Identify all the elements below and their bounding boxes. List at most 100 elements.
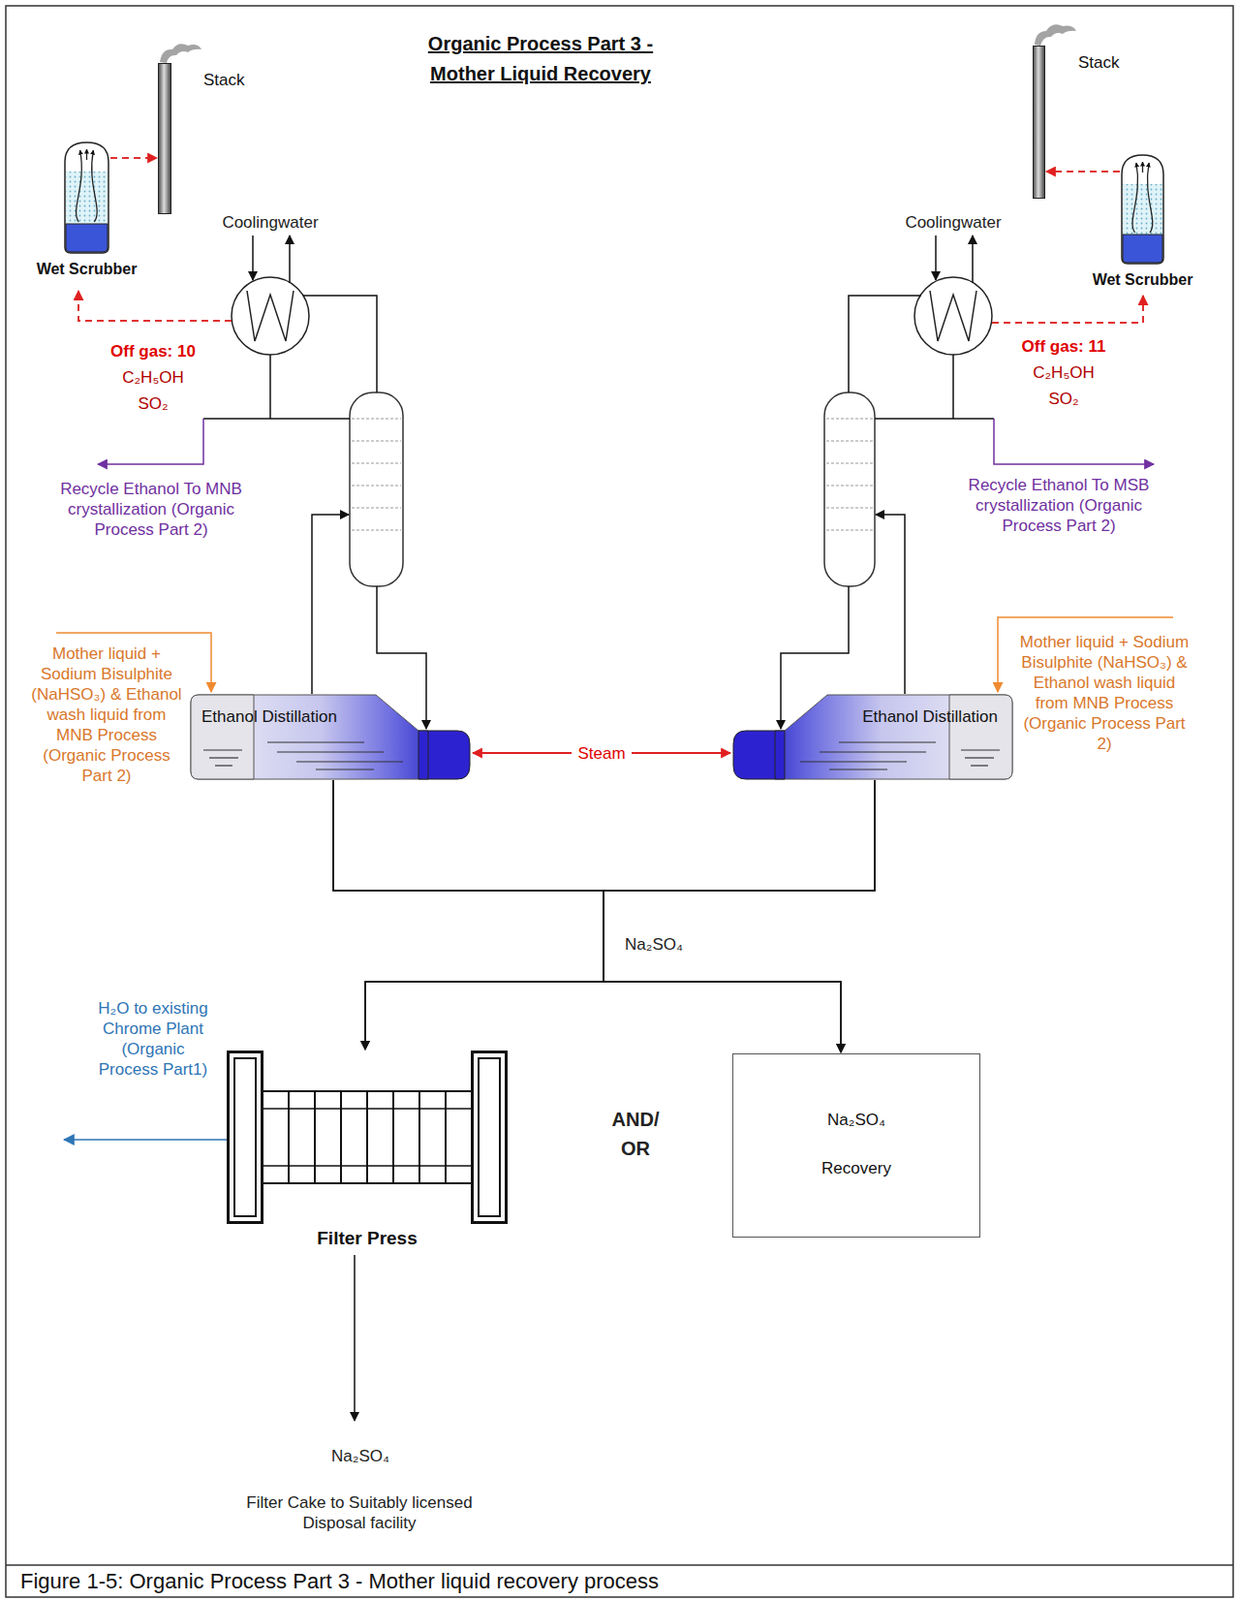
distillation-tank-symbol <box>960 748 1000 750</box>
wet-scrubber-symbol <box>1122 234 1163 263</box>
process-pipe <box>874 417 994 420</box>
distillation-tank-symbol <box>296 760 403 762</box>
smoke <box>159 43 202 63</box>
stack-symbol <box>1032 45 1046 199</box>
distillation-tank-symbol <box>189 693 471 780</box>
off-gas-arrow <box>1046 170 1120 173</box>
annotation-label: Filter Cake to Suitably licensed Disposa… <box>228 1491 491 1533</box>
node-label: Ethanol Distillation <box>201 707 338 727</box>
column-trays <box>826 418 873 420</box>
distillation-tank-symbol <box>215 764 233 766</box>
node-label: Wet Scrubber <box>36 260 138 279</box>
filter-press-symbol <box>472 1052 507 1223</box>
distillation-tank-symbol <box>838 741 936 743</box>
filter-press-symbol <box>444 1090 447 1183</box>
wet-scrubber-symbol <box>64 142 109 253</box>
figure-caption: Figure 1-5: Organic Process Part 3 - Mot… <box>20 1568 659 1594</box>
annotation-label: Recycle Ethanol To MSB crystallization (… <box>951 474 1167 536</box>
annotation-label: Coolingwater <box>885 212 1022 233</box>
distillation-tank-symbol <box>800 760 907 762</box>
distillation-tank-symbol <box>267 741 365 743</box>
filter-press-symbol <box>340 1090 342 1183</box>
node-label: Wet Scrubber <box>1092 271 1194 289</box>
wet-scrubber-symbol <box>62 140 111 255</box>
off-gas-arrow <box>110 156 157 159</box>
process-pipe <box>203 417 350 420</box>
filter-press-symbol <box>392 1090 395 1183</box>
wet-scrubber-symbol <box>1122 184 1163 235</box>
condenser <box>247 290 294 341</box>
filter-press-symbol <box>313 1090 316 1183</box>
distillation-tank: Ethanol Distillation <box>732 693 1014 780</box>
frame <box>5 1563 1234 1566</box>
annotation-label: Off gas: 11 <box>1005 336 1122 357</box>
distillation-tank-symbol <box>418 730 470 779</box>
smoke <box>1034 24 1077 46</box>
wet-scrubber-symbol <box>1119 153 1166 266</box>
annotation-label: Off gas: 10 <box>94 340 212 362</box>
filter-press-symbol <box>262 1090 472 1183</box>
recycle-ethanol-line <box>993 418 1154 465</box>
column-trays <box>826 440 873 442</box>
column-trays <box>826 529 873 531</box>
annotation-label: C₂H₅OH <box>1005 362 1122 383</box>
wet-scrubber-symbol <box>1121 154 1164 264</box>
distillation-tank-symbol <box>970 764 989 766</box>
cooling-water-arrows <box>252 235 973 283</box>
recycle-ethanol-line <box>97 418 1154 465</box>
process-pipe <box>203 295 994 1421</box>
filter-press-symbol <box>234 1057 256 1216</box>
distillation-tank-symbol <box>964 756 994 758</box>
flow-line <box>603 779 875 1053</box>
process-box: Na₂SO₄Recovery <box>732 1053 981 1238</box>
column-trays <box>826 507 873 509</box>
feed-line <box>56 617 1174 692</box>
water-line <box>63 1138 227 1141</box>
filter-press-symbol <box>287 1090 290 1183</box>
process-pipe <box>875 514 905 694</box>
diagram-title: Organic Process Part 3 - Mother Liquid R… <box>409 29 672 90</box>
distillation-tank-symbol <box>428 730 430 779</box>
flow-line <box>365 779 875 1050</box>
off-gas-line <box>991 295 1144 323</box>
wet-scrubber-symbol <box>1132 162 1138 233</box>
frame <box>5 5 1234 1597</box>
distillation-tank-symbol <box>774 694 1013 779</box>
distillation-tank: Ethanol Distillation <box>189 693 471 780</box>
filter-press-symbol <box>478 1057 500 1216</box>
column-trays <box>351 507 402 509</box>
wet-scrubber-symbol <box>65 223 108 252</box>
condenser <box>914 277 992 355</box>
wet-scrubber-symbol <box>76 150 83 222</box>
flow-line <box>333 779 841 1053</box>
annotation-label: SO₂ <box>1005 388 1122 409</box>
stack-symbol <box>158 63 172 215</box>
distillation-tank-symbol <box>190 694 429 779</box>
distillation-tank-symbol <box>209 756 239 758</box>
distillation-tank-symbol <box>190 694 470 779</box>
annotation-label: Recycle Ethanol To MNB crystallization (… <box>49 478 253 540</box>
edge-label: Steam <box>571 743 631 764</box>
distillation-tank-symbol <box>277 750 384 752</box>
stack: Stack <box>1032 45 1046 199</box>
filter-press-symbol <box>226 1050 508 1224</box>
annotation-label: Mother liquid + Sodium Bisulphite (NaHSO… <box>1017 631 1192 754</box>
distillation-tank-symbol <box>732 693 1014 780</box>
off-gas-line <box>78 290 232 321</box>
process-pipe <box>269 354 272 419</box>
distillation-column <box>349 392 875 587</box>
stack-symbol <box>1033 46 1046 199</box>
column-trays <box>351 440 402 442</box>
column-trays <box>826 463 873 465</box>
node-label: Ethanol Distillation <box>862 707 998 727</box>
distillation-tank-symbol <box>733 694 1013 779</box>
filter-press: Filter Press <box>226 1050 508 1224</box>
wet-scrubber-symbol <box>1142 161 1144 173</box>
cooling-water-arrows <box>251 235 254 280</box>
node-label: Stack <box>1078 53 1120 73</box>
column-trays <box>826 485 873 487</box>
column-trays <box>351 418 873 530</box>
